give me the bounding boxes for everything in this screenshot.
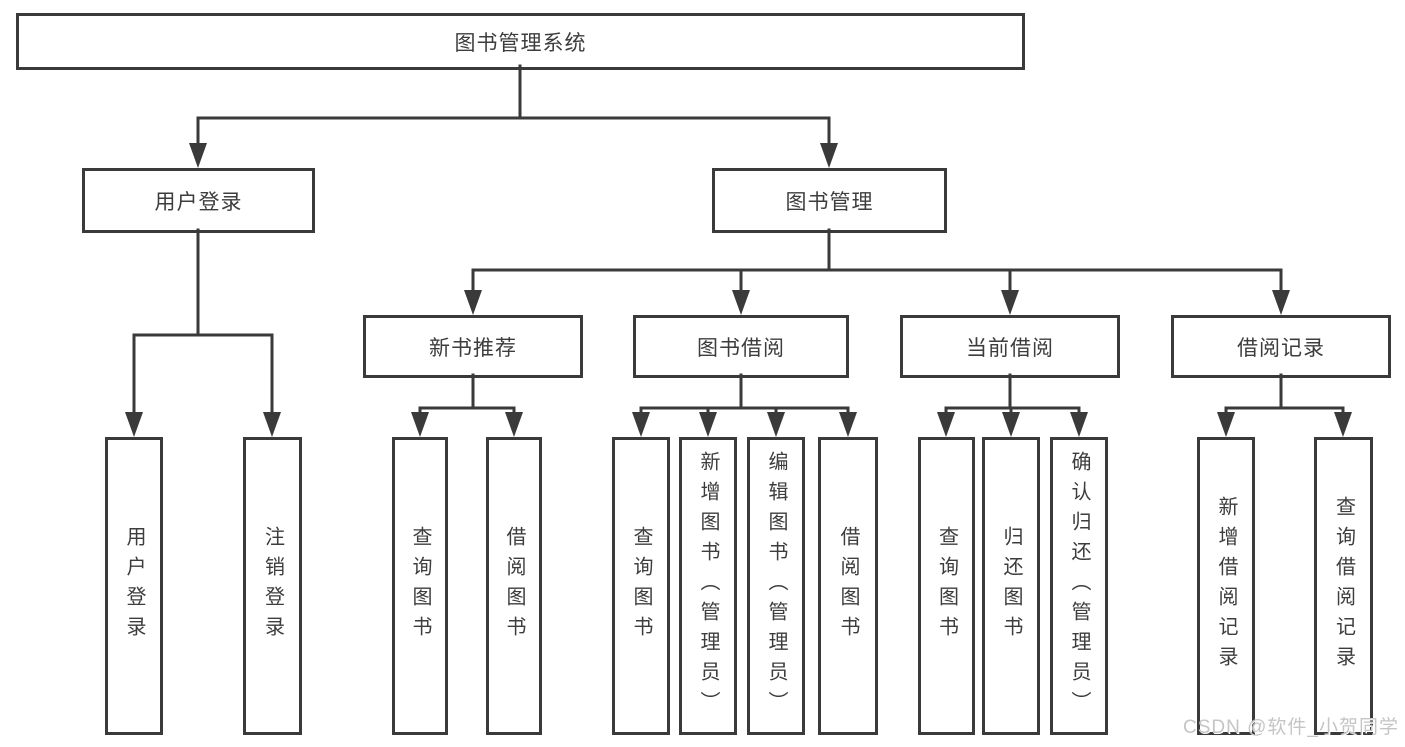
node-new-book-recommendation: 新书推荐: [363, 315, 583, 378]
node-label: 查询图书: [630, 526, 652, 646]
leaf-confirm-return-admin: 确认归还（管理员）: [1050, 437, 1108, 735]
leaf-logout-login: 注销登录: [243, 437, 302, 735]
node-label: 查询图书: [409, 526, 431, 646]
node-label: 新增借阅记录: [1215, 496, 1237, 676]
node-label: 新增图书（管理员）: [697, 451, 719, 721]
arrowhead: [125, 412, 143, 437]
connector-root: [196, 64, 831, 148]
node-label: 编辑图书（管理员）: [765, 451, 787, 721]
node-library-system: 图书管理系统: [16, 13, 1025, 70]
arrowhead: [732, 290, 750, 315]
connector-user-login: [132, 228, 274, 417]
arrowhead: [632, 412, 650, 437]
arrowhead: [699, 412, 717, 437]
arrowhead: [1070, 412, 1088, 437]
leaf-query-books-current: 查询图书: [918, 437, 975, 735]
arrowhead: [189, 143, 207, 168]
connector-book-borrowing: [639, 373, 850, 416]
node-label: 注销登录: [261, 526, 284, 646]
leaf-add-book-admin: 新增图书（管理员）: [679, 437, 737, 735]
node-label: 新书推荐: [429, 336, 517, 360]
node-label: 图书管理: [785, 190, 874, 214]
leaf-add-borrow-record: 新增借阅记录: [1197, 437, 1255, 735]
leaf-edit-book-admin: 编辑图书（管理员）: [747, 437, 805, 735]
arrowhead: [1001, 290, 1019, 315]
node-label: 查询借阅记录: [1332, 496, 1355, 676]
node-label: 确认归还（管理员）: [1068, 451, 1090, 721]
arrowhead: [820, 143, 838, 168]
arrowhead: [1272, 290, 1290, 315]
node-current-borrowing: 当前借阅: [900, 315, 1120, 378]
node-label: 归还图书: [1000, 526, 1022, 646]
leaf-user-login: 用户登录: [105, 437, 163, 735]
node-label: 查询图书: [935, 526, 958, 646]
arrowhead: [1217, 412, 1235, 437]
arrowhead: [937, 412, 955, 437]
node-borrowing-records: 借阅记录: [1171, 315, 1391, 378]
arrowhead: [839, 412, 857, 437]
node-label: 图书借阅: [697, 336, 785, 360]
arrowhead: [1002, 412, 1020, 437]
node-label: 借阅图书: [837, 526, 859, 646]
arrowhead: [464, 290, 482, 315]
node-label: 借阅记录: [1237, 336, 1325, 360]
node-user-login: 用户登录: [82, 168, 315, 233]
arrowhead: [411, 412, 429, 437]
leaf-query-books-borrow: 查询图书: [612, 437, 670, 735]
arrowhead: [505, 412, 523, 437]
node-label: 用户登录: [154, 190, 243, 214]
arrowhead: [767, 412, 785, 437]
leaf-query-books-recommend: 查询图书: [392, 437, 448, 735]
node-label: 当前借阅: [966, 336, 1054, 360]
leaf-borrow-books-recommend: 借阅图书: [486, 437, 542, 735]
node-book-management: 图书管理: [712, 168, 947, 233]
connector-borrowing-records: [1224, 373, 1345, 416]
leaf-return-books: 归还图书: [982, 437, 1040, 735]
node-label: 借阅图书: [503, 526, 525, 646]
connector-current-borrowing: [944, 373, 1081, 416]
leaf-query-borrow-record: 查询借阅记录: [1314, 437, 1373, 735]
leaf-borrow-books: 借阅图书: [818, 437, 878, 735]
connector-book-management: [471, 228, 1283, 294]
node-label: 图书管理系统: [454, 31, 587, 55]
watermark: CSDN @软件_小贺同学: [1183, 717, 1399, 738]
arrowhead: [263, 412, 281, 437]
node-book-borrowing: 图书借阅: [633, 315, 849, 378]
node-label: 用户登录: [123, 526, 145, 646]
arrowhead: [1334, 412, 1352, 437]
connector-new-book-recommendation: [418, 373, 516, 416]
